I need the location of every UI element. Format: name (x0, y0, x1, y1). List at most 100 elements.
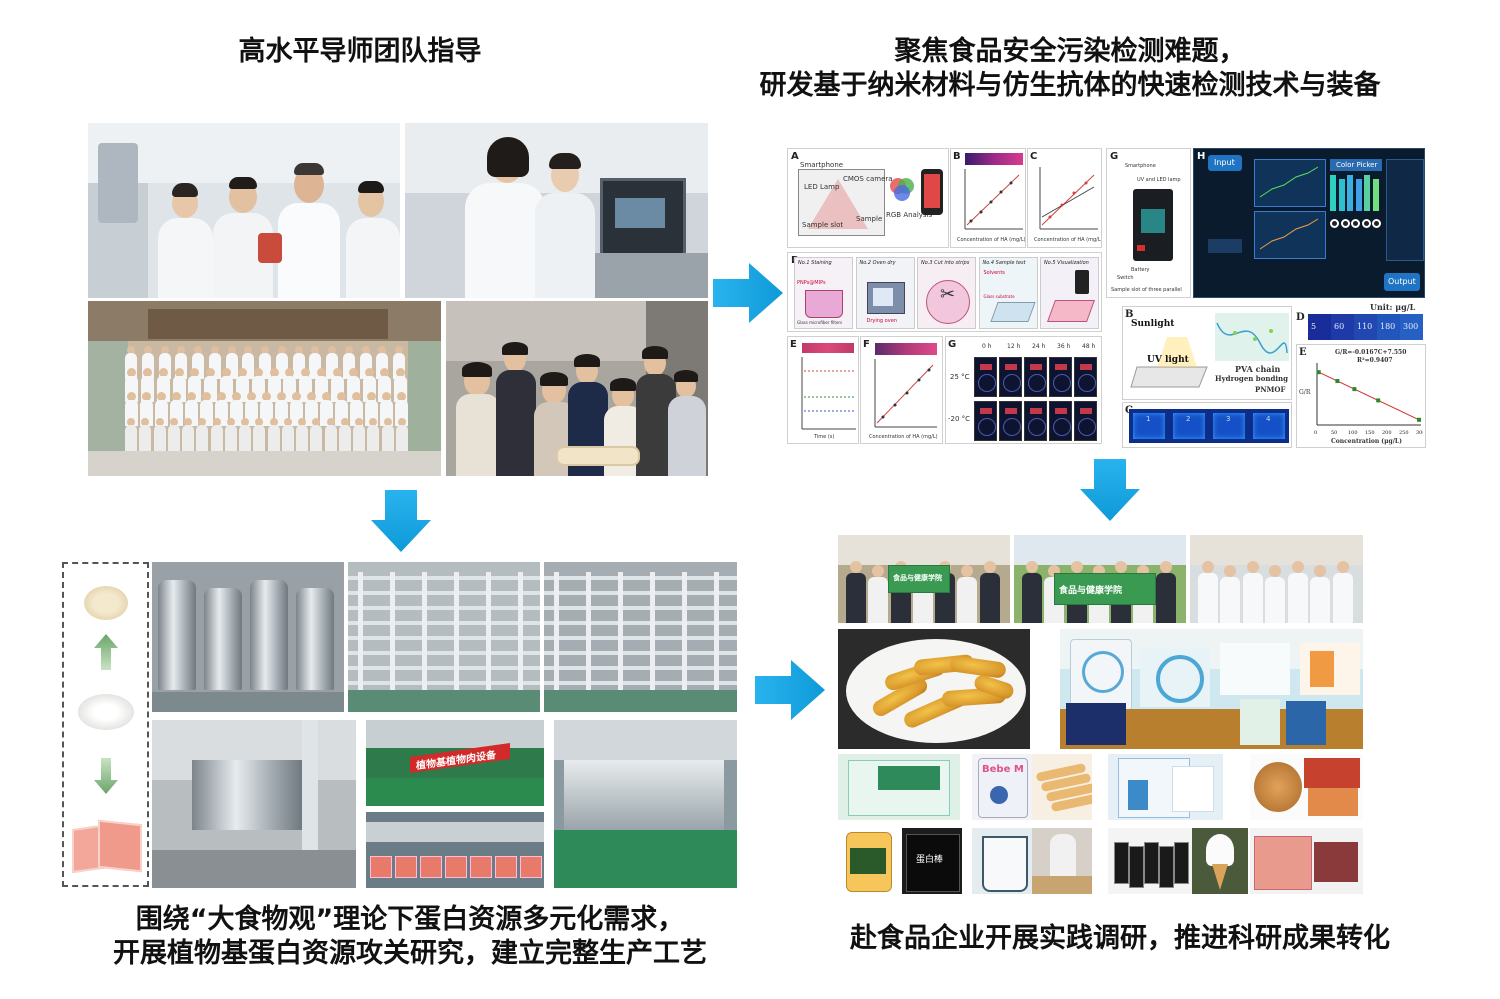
label-pnps-mips: PNPs@MIPs (797, 280, 826, 286)
chart-e-lines (801, 357, 856, 430)
practice-person-body (1265, 577, 1286, 623)
g-stability-spot (1055, 364, 1067, 370)
steel-pipe (544, 591, 737, 595)
meat-slices-pack (1254, 836, 1312, 890)
practice-person-body (1287, 573, 1308, 623)
factory-floor (544, 690, 737, 712)
label-led-lamp: LED Lamp (804, 183, 840, 191)
group-person-coat (338, 425, 351, 451)
label-hydrogen-bonding: Hydrogen bonding (1215, 374, 1288, 383)
group-person (294, 346, 303, 354)
calibration-x-tick: 100 (1348, 430, 1358, 435)
factory-photo (152, 720, 356, 888)
celebration-person-hair (674, 370, 698, 382)
practice-person-head (1314, 565, 1327, 577)
group-person (397, 392, 406, 401)
label-switch: Switch (1117, 275, 1134, 281)
coffee-sachet (1159, 846, 1174, 888)
calibration-x-tick: 200 (1382, 430, 1392, 435)
label-r-squared: R²=0.9407 (1357, 357, 1393, 364)
group-person (292, 392, 301, 401)
g-stability-cell (1024, 401, 1047, 441)
product-photo (972, 828, 1032, 894)
label-uv-light: UV light (1147, 355, 1189, 365)
group-person (169, 418, 178, 426)
meat-tray (470, 856, 492, 878)
group-person (369, 418, 378, 426)
calibration-point (1352, 387, 1357, 392)
g-stability-spot (1005, 364, 1017, 370)
g-stability-ring (1078, 374, 1096, 392)
line-ceiling (554, 720, 737, 760)
team-celebration-photo (446, 301, 708, 476)
soft-serve (1206, 834, 1234, 866)
meat-bun-box-2 (1308, 788, 1358, 816)
calibration-x-tick: 250 (1399, 430, 1409, 435)
practice-person-head (1291, 561, 1304, 573)
stuffed-bread (1254, 762, 1302, 812)
detection-figure-left: A Smartphone LED Lamp CMOS camera Sample… (787, 148, 1102, 446)
practice-person-body (1332, 573, 1353, 623)
color-swatch-value: 60 (1334, 322, 1345, 331)
meat-tray (370, 856, 392, 878)
group-person (383, 418, 392, 426)
factory-floor (152, 850, 356, 888)
group-person (222, 368, 231, 377)
group-person (395, 346, 404, 354)
protein-pack-side (1172, 766, 1214, 812)
label-pva-chain: PVA chain (1235, 364, 1281, 374)
color-swatch-value: 110 (1357, 322, 1373, 331)
calibration-x-tick: 300 (1416, 430, 1423, 435)
panel-label-b2: B (1125, 309, 1134, 320)
group-person (261, 346, 270, 354)
label-conc-ha-c: Concentration of HA (mg/L) (1034, 237, 1102, 243)
practice-person-head (1336, 561, 1349, 573)
g-stability-spot (1080, 364, 1092, 370)
coffee-sachet (1129, 846, 1144, 888)
color-swatch (1354, 314, 1377, 340)
oven-tunnel (564, 760, 724, 830)
color-swatch (1331, 314, 1354, 340)
practice-person-head (1269, 565, 1282, 577)
factory-floor (152, 692, 344, 712)
meat-tray (520, 856, 542, 878)
celebration-person-body (668, 396, 706, 476)
practice-person-body (1220, 577, 1241, 623)
label-rgb-analysis: RGB Analysis (886, 211, 933, 219)
team-group-photo (88, 301, 441, 476)
g-stability-ring (1028, 418, 1046, 436)
group-person (141, 418, 150, 426)
plant-food-plate-photo (838, 629, 1030, 749)
g-stability-cell (1074, 357, 1097, 397)
steel-tank (250, 580, 288, 690)
phone-visualization (1075, 270, 1089, 294)
caption-detection-line1: 聚焦食品安全污染检测难题， (894, 36, 1246, 67)
chart-c-line (1039, 167, 1098, 230)
label-sample-slot-parallel: Sample slot of three parallel (1111, 287, 1182, 293)
g-stability-cell (974, 401, 997, 441)
label-sample-slot: Sample slot (802, 221, 844, 229)
practice-photo: 食品与健康学院 (838, 535, 1010, 623)
meat-tray (420, 856, 442, 878)
group-person-coat (210, 425, 223, 451)
g-stability-cell (999, 401, 1022, 441)
h-color-circle (1351, 219, 1360, 228)
group-person (190, 368, 200, 377)
figure-step-label: No.4 Sample test (982, 260, 1026, 266)
coffee-sachet (1144, 842, 1159, 884)
figure-step-cell: No.5 Visualization (1040, 257, 1099, 329)
group-person-coat (324, 425, 337, 451)
steel-pipe (348, 606, 540, 610)
g-stability-spot (1080, 408, 1092, 414)
group-person (143, 346, 152, 354)
lab-team-photo (88, 123, 400, 298)
line-ceiling (366, 720, 544, 748)
practice-person-head (1224, 565, 1237, 577)
group-person-coat (239, 425, 251, 451)
steel-pillar (454, 572, 459, 702)
practice-person-head (983, 561, 996, 573)
practice-sky (1014, 535, 1186, 565)
g-hour-label: 0 h (982, 343, 992, 350)
calibration-fit-line (1316, 370, 1420, 421)
coffee-sachet (1114, 842, 1129, 884)
